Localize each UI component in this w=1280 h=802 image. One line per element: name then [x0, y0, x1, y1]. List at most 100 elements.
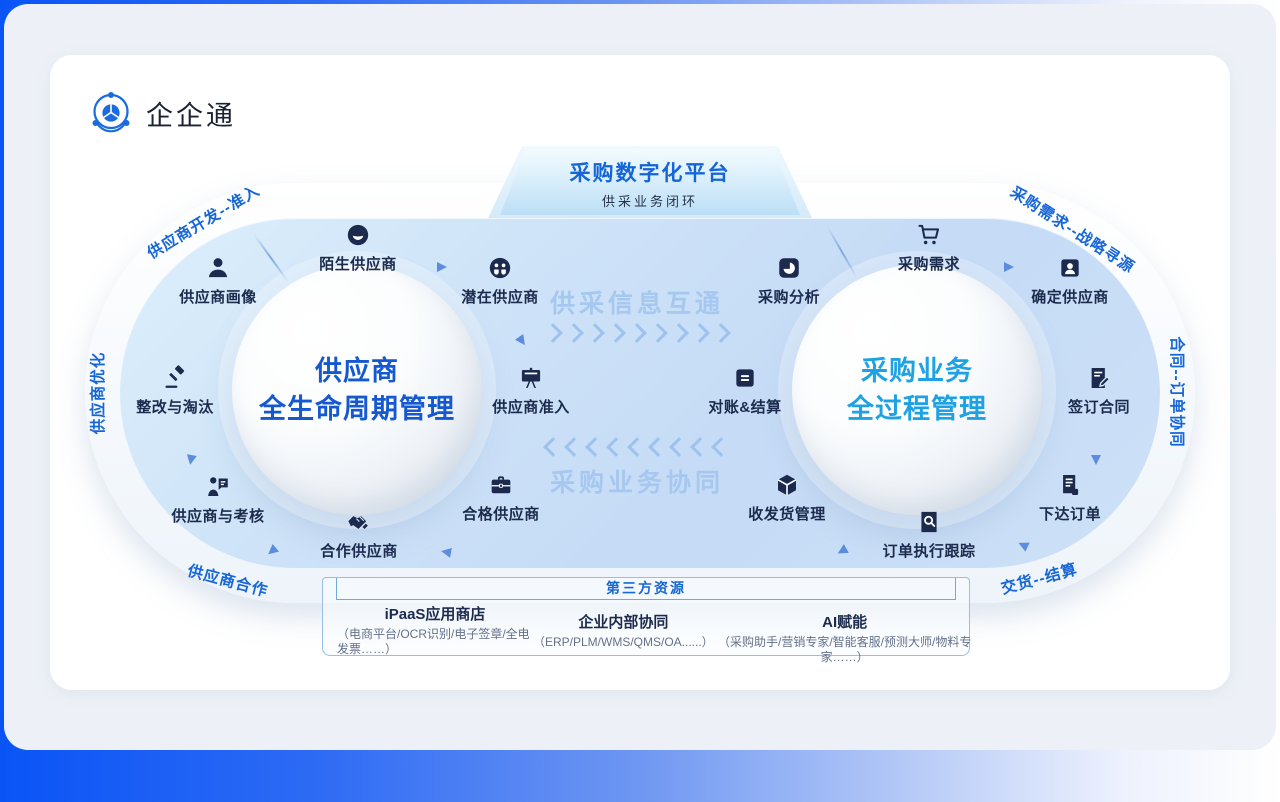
diagram-node: 合作供应商 [294, 509, 424, 561]
group-icon [487, 255, 513, 281]
chevron-right-icon [690, 323, 710, 343]
cart-icon [916, 222, 942, 248]
hub-title-line: 供应商 [315, 356, 399, 386]
flow-arrow-icon [440, 546, 452, 558]
diagram-node: 采购需求 [864, 222, 994, 274]
assessment-icon [205, 474, 231, 500]
flow-arrow-icon [185, 454, 197, 466]
node-label: 收发货管理 [748, 506, 826, 523]
resource-subtitle: （电商平台/OCR识别/电子签章/全电发票……） [337, 627, 530, 656]
supplier-lifecycle-hub: 供应商 全生命周期管理 [232, 265, 482, 515]
hub-title-line: 全生命周期管理 [259, 394, 455, 424]
node-label: 签订合同 [1067, 399, 1130, 416]
diagram-node: 下达订单 [1005, 472, 1135, 524]
reconcile-icon [732, 365, 758, 391]
chevron-right-icon [606, 323, 626, 343]
node-label: 整改与淘汰 [136, 399, 214, 416]
flow-arrow-icon [1091, 455, 1101, 465]
node-label: 供应商画像 [179, 289, 257, 306]
board-icon [518, 365, 544, 391]
node-label: 对账&结算 [708, 399, 782, 416]
chevron-flow-right [543, 323, 731, 343]
logo-text: 企企通 [146, 100, 236, 131]
resource-column-ai: AI赋能 （采购助手/营销专家/智能客服/预测大师/物料专家……） [714, 603, 976, 665]
node-label: 采购分析 [757, 289, 820, 306]
node-label: 供应商与考核 [171, 508, 265, 525]
chevron-left-icon [690, 437, 710, 457]
hub-title-line: 全过程管理 [847, 394, 987, 424]
node-label: 下达订单 [1038, 506, 1101, 523]
chevron-right-icon [669, 323, 689, 343]
supplier-card-icon [1057, 255, 1083, 281]
contract-icon [1086, 365, 1112, 391]
briefcase-icon [488, 472, 514, 498]
diagram-node: 整改与淘汰 [110, 365, 240, 417]
resource-column-internal-collab: 企业内部协同 （ERP/PLM/WMS/QMS/OA......） [533, 603, 714, 650]
order-icon [1057, 472, 1083, 498]
handshake-icon [346, 509, 372, 535]
hub-title-line: 采购业务 [861, 356, 973, 386]
logo[interactable]: 企企通 [88, 90, 236, 136]
third-party-resources-panel: 第三方资源 iPaaS应用商店 （电商平台/OCR识别/电子签章/全电发票……）… [322, 577, 971, 664]
pie-chart-icon [776, 255, 802, 281]
resource-title: AI赋能 [822, 614, 868, 631]
node-label: 采购需求 [897, 256, 960, 273]
resource-title: 企业内部协同 [578, 614, 669, 631]
diagram-node: 订单执行跟踪 [864, 509, 994, 561]
diagram-node: 供应商与考核 [153, 474, 283, 526]
smiley-icon [345, 222, 371, 248]
chevron-left-icon [606, 437, 626, 457]
chevron-left-icon [627, 437, 647, 457]
chevron-right-icon [585, 323, 605, 343]
resource-subtitle: （采购助手/营销专家/智能客服/预测大师/物料专家……） [718, 635, 972, 664]
node-label: 供应商准入 [492, 399, 570, 416]
diagram-node: 签订合同 [1034, 365, 1164, 417]
chevron-left-icon [648, 437, 668, 457]
ring-label-contract-order: 合同--订单协同 [1168, 336, 1185, 448]
platform-title: 采购数字化平台 [569, 162, 731, 185]
platform-subtitle: 供采业务闭环 [601, 194, 698, 209]
node-label: 确定供应商 [1031, 289, 1109, 306]
procurement-process-hub: 采购业务 全过程管理 [792, 265, 1042, 515]
diagram-node: 对账&结算 [680, 365, 810, 417]
node-label: 陌生供应商 [319, 256, 397, 273]
flow-arrow-icon [437, 262, 447, 272]
node-label: 潜在供应商 [461, 289, 539, 306]
chevron-right-icon [543, 323, 563, 343]
diagram-node: 陌生供应商 [293, 222, 423, 274]
resources-header: 第三方资源 [336, 578, 956, 600]
qiqitong-logo-icon [92, 92, 130, 133]
flow-arrow-icon [1004, 262, 1014, 272]
diagram-node: 收发货管理 [722, 472, 852, 524]
chevron-flow-left [543, 437, 731, 457]
gavel-icon [162, 365, 188, 391]
diagram-node: 潜在供应商 [435, 255, 565, 307]
user-icon [205, 255, 231, 281]
chevron-left-icon [669, 437, 689, 457]
package-icon [774, 472, 800, 498]
chevron-left-icon [711, 437, 731, 457]
resource-subtitle: （ERP/PLM/WMS/QMS/OA......） [533, 635, 714, 649]
node-label: 合格供应商 [462, 506, 540, 523]
chevron-right-icon [711, 323, 731, 343]
chevron-right-icon [564, 323, 584, 343]
diagram-node: 供应商画像 [153, 255, 283, 307]
diagram-node: 合格供应商 [436, 472, 566, 524]
chevron-left-icon [564, 437, 584, 457]
resource-title: iPaaS应用商店 [384, 606, 486, 623]
chevron-right-icon [627, 323, 647, 343]
node-label: 合作供应商 [320, 543, 398, 560]
diagram-node: 采购分析 [724, 255, 854, 307]
diagram-node: 供应商准入 [466, 365, 596, 417]
chevron-left-icon [585, 437, 605, 457]
info-exchange-watermark: 供采信息互通 [549, 290, 725, 318]
diagram-node: 确定供应商 [1005, 255, 1135, 307]
chevron-right-icon [648, 323, 668, 343]
track-icon [916, 509, 942, 535]
node-label: 订单执行跟踪 [882, 543, 976, 560]
resource-column-ipaas: iPaaS应用商店 （电商平台/OCR识别/电子签章/全电发票……） [337, 603, 533, 657]
ring-label-supplier-optimization: 供应商优化 [90, 351, 107, 435]
chevron-left-icon [543, 437, 563, 457]
business-collab-watermark: 采购业务协同 [549, 469, 725, 497]
